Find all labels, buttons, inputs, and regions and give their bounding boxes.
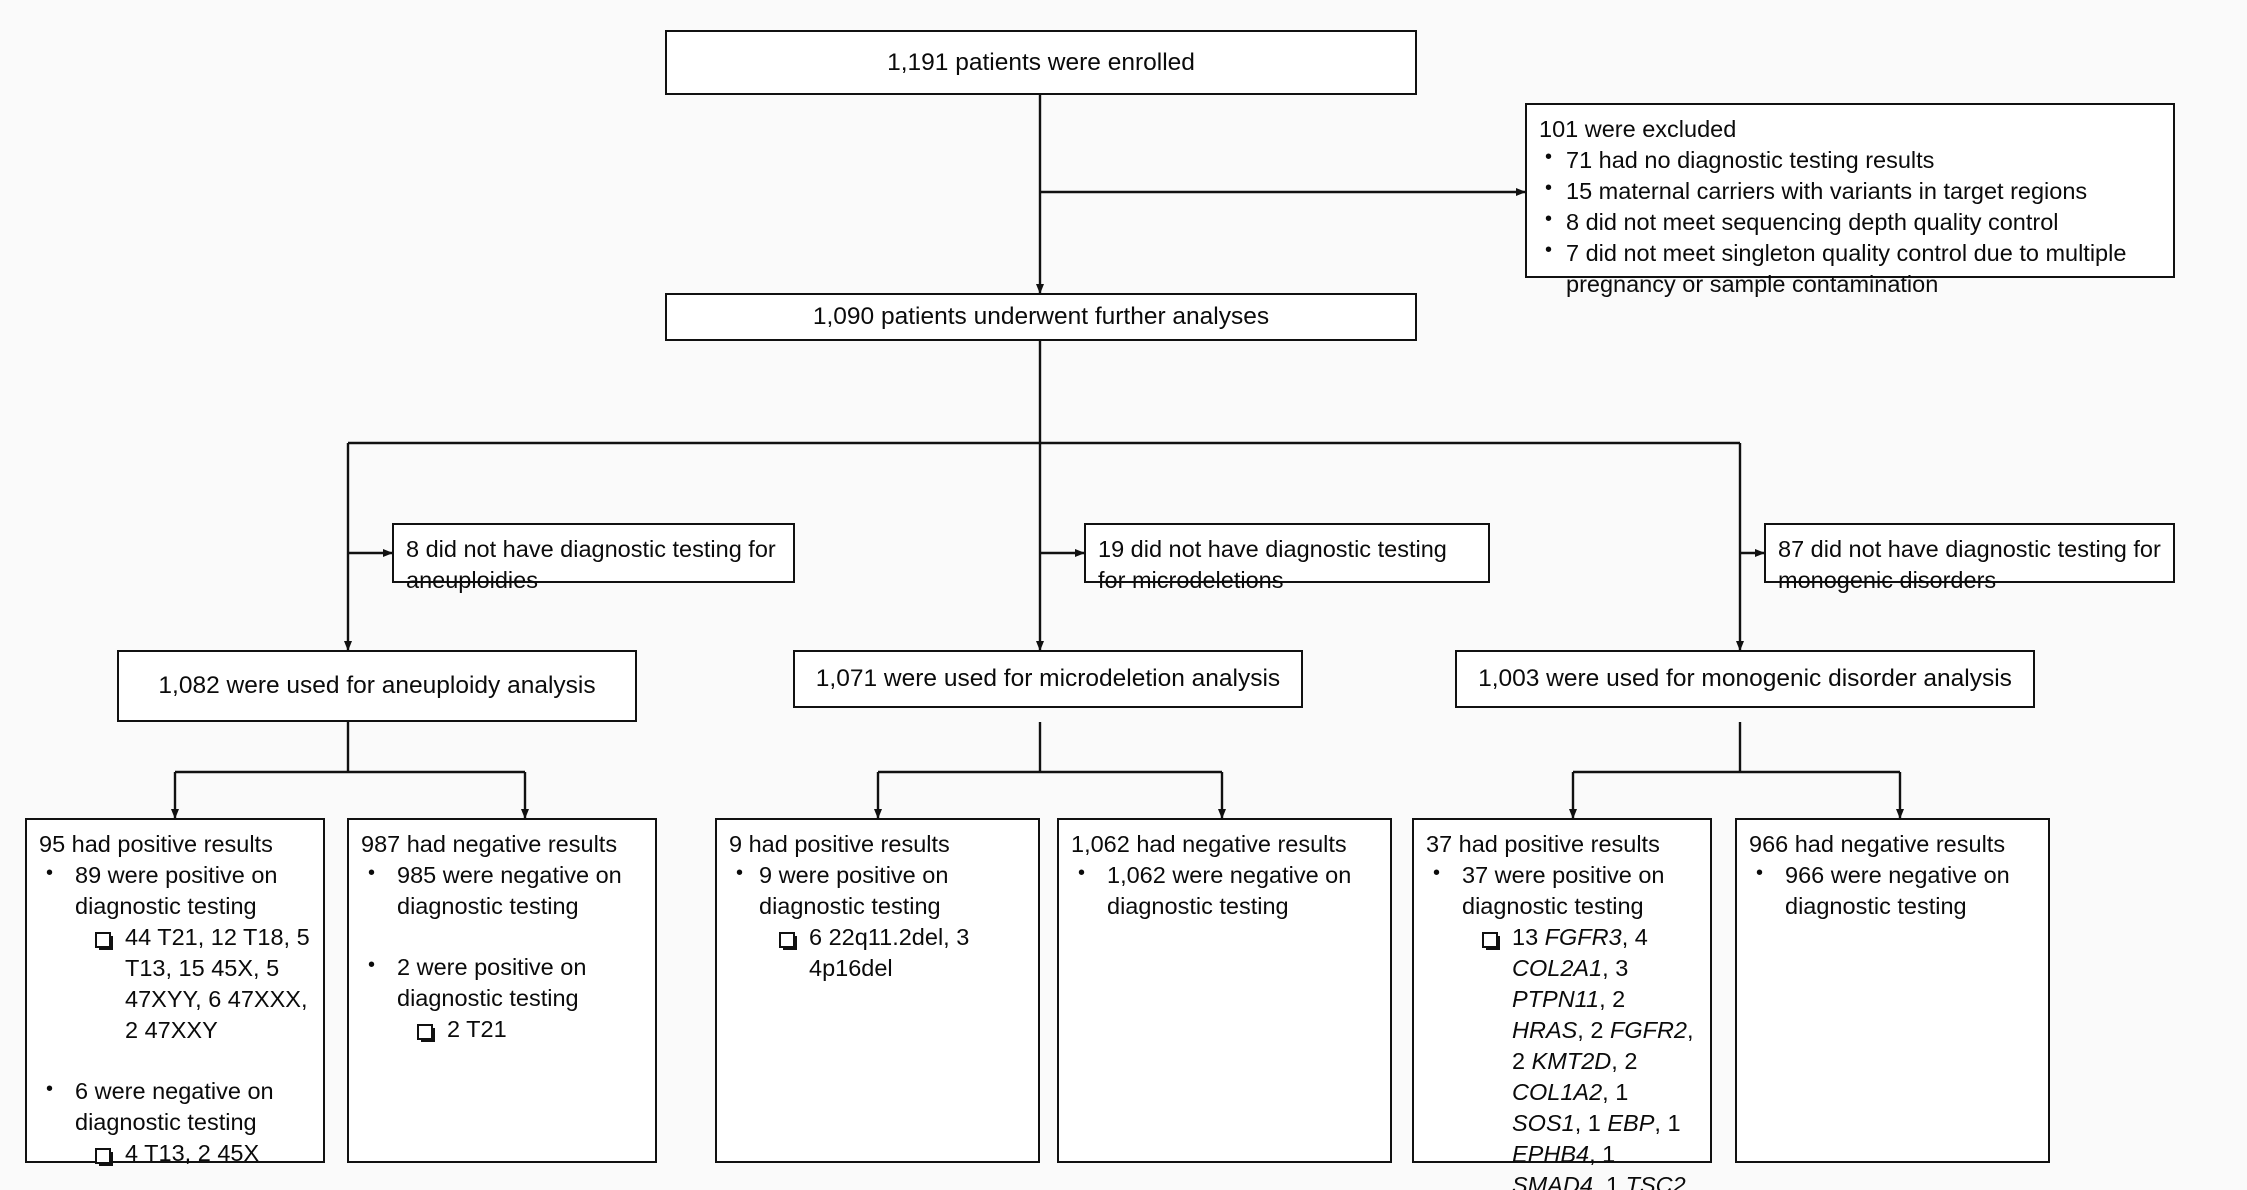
gene-symbol: FGFR3 bbox=[1544, 924, 1622, 951]
gene-symbol: EBP bbox=[1607, 1110, 1655, 1137]
excluded-item-4: 7 did not meet singleton quality control… bbox=[1566, 240, 2127, 267]
box-monogenic-positive: 37 had positive results 37 were positive… bbox=[1412, 818, 1712, 1190]
microdeletion-negative-header: 1,062 had negative results bbox=[1071, 831, 1347, 857]
microdeletion-analysis-label: 1,071 were used for microdeletion analys… bbox=[815, 665, 1281, 693]
box-not-tested-microdeletions: 19 did not have diagnostic testing for m… bbox=[1084, 523, 1490, 593]
aneuploidy-negative-b2-sub: 2 T21 bbox=[447, 1016, 507, 1043]
list-item: 13 FGFR3, 4 COL2A1, 3 PTPN11, 2 HRAS, 2 … bbox=[1478, 922, 1700, 1190]
box-aneuploidy-positive: 95 had positive results 89 were positive… bbox=[25, 818, 325, 1166]
box-microdeletion-analysis: 1,071 were used for microdeletion analys… bbox=[793, 650, 1303, 708]
aneuploidy-positive-b2-sub: 4 T13, 2 45X bbox=[125, 1140, 260, 1167]
excluded-item-4-cont: pregnancy or sample contamination bbox=[1566, 271, 1939, 298]
monogenic-negative-header: 966 had negative results bbox=[1749, 831, 2006, 857]
gene-symbol: FGFR2 bbox=[1609, 1017, 1687, 1044]
box-not-tested-aneuploidies: 8 did not have diagnostic testing for an… bbox=[392, 523, 795, 593]
box-monogenic-negative: 966 had negative results 966 were negati… bbox=[1735, 818, 2050, 1163]
list-item: 8 did not meet sequencing depth quality … bbox=[1539, 206, 2163, 238]
microdeletion-positive-b1: 9 were positive on diagnostic testing bbox=[759, 862, 949, 920]
list-item: 966 were negative on diagnostic testing bbox=[1749, 860, 2038, 922]
monogenic-positive-header: 37 had positive results bbox=[1426, 831, 1660, 857]
monogenic-positive-list: 37 were positive on diagnostic testing 1… bbox=[1426, 860, 1700, 1190]
not-tested-monogenic-label: 87 did not have diagnostic testing for m… bbox=[1778, 536, 2161, 594]
aneuploidy-analysis-label: 1,082 were used for aneuploidy analysis bbox=[158, 672, 596, 700]
list-item: 89 were positive on diagnostic testing 4… bbox=[39, 860, 313, 1046]
list-item: 15 maternal carriers with variants in ta… bbox=[1539, 175, 2163, 207]
enrolled-label: 1,191 patients were enrolled bbox=[887, 48, 1195, 76]
microdeletion-positive-b1-sub: 6 22q11.2del, 3 4p16del bbox=[809, 924, 970, 982]
aneuploidy-negative-list: 985 were negative on diagnostic testing … bbox=[361, 860, 645, 1045]
gene-symbol: KMT2D bbox=[1531, 1048, 1612, 1075]
not-tested-microdeletions-label: 19 did not have diagnostic testing for m… bbox=[1098, 536, 1447, 594]
list-item: 985 were negative on diagnostic testing bbox=[361, 860, 645, 922]
box-enrolled: 1,191 patients were enrolled bbox=[665, 30, 1417, 95]
gene-symbol: COL1A2 bbox=[1512, 1079, 1603, 1106]
box-aneuploidy-negative: 987 had negative results 985 were negati… bbox=[347, 818, 657, 1163]
box-aneuploidy-analysis: 1,082 were used for aneuploidy analysis bbox=[117, 650, 637, 722]
microdeletion-negative-list: 1,062 were negative on diagnostic testin… bbox=[1071, 860, 1380, 922]
monogenic-negative-b1: 966 were negative on diagnostic testing bbox=[1785, 862, 2010, 920]
microdeletion-positive-header: 9 had positive results bbox=[729, 831, 950, 857]
microdeletion-negative-b1: 1,062 were negative on diagnostic testin… bbox=[1107, 862, 1352, 920]
list-item: 2 were positive on diagnostic testing 2 … bbox=[361, 952, 645, 1045]
box-monogenic-analysis: 1,003 were used for monogenic disorder a… bbox=[1455, 650, 2035, 708]
microdeletion-positive-sublist: 6 22q11.2del, 3 4p16del bbox=[759, 922, 1028, 984]
aneuploidy-positive-sublist-2: 4 T13, 2 45X bbox=[75, 1138, 313, 1169]
aneuploidy-positive-sublist: 44 T21, 12 T18, 5 T13, 15 45X, 5 47XYY, … bbox=[75, 922, 313, 1046]
aneuploidy-negative-b2: 2 were positive on diagnostic testing bbox=[397, 954, 587, 1012]
excluded-item-3: 8 did not meet sequencing depth quality … bbox=[1566, 209, 2059, 236]
box-microdeletion-positive: 9 had positive results 9 were positive o… bbox=[715, 818, 1040, 1163]
box-microdeletion-negative: 1,062 had negative results 1,062 were ne… bbox=[1057, 818, 1392, 1163]
aneuploidy-negative-header: 987 had negative results bbox=[361, 831, 618, 857]
aneuploidy-negative-b1: 985 were negative on diagnostic testing bbox=[397, 862, 622, 920]
gene-symbol: SMAD4 bbox=[1512, 1172, 1593, 1190]
aneuploidy-positive-b1: 89 were positive on diagnostic testing bbox=[75, 862, 278, 920]
monogenic-positive-sublist: 13 FGFR3, 4 COL2A1, 3 PTPN11, 2 HRAS, 2 … bbox=[1462, 922, 1700, 1190]
microdeletion-positive-list: 9 were positive on diagnostic testing 6 … bbox=[729, 860, 1028, 984]
monogenic-positive-gene-list: 13 FGFR3, 4 COL2A1, 3 PTPN11, 2 HRAS, 2 … bbox=[1512, 924, 1694, 1190]
box-not-tested-monogenic: 87 did not have diagnostic testing for m… bbox=[1764, 523, 2175, 593]
excluded-list: 71 had no diagnostic testing results 15 … bbox=[1539, 144, 2163, 300]
list-item: 37 were positive on diagnostic testing 1… bbox=[1426, 860, 1700, 1190]
further-analyses-label: 1,090 patients underwent further analyse… bbox=[812, 303, 1270, 331]
gene-symbol: PTPN11 bbox=[1512, 986, 1600, 1013]
box-excluded: 101 were excluded 71 had no diagnostic t… bbox=[1525, 103, 2175, 297]
aneuploidy-negative-sublist: 2 T21 bbox=[397, 1014, 645, 1045]
gene-symbol: SOS1 bbox=[1512, 1110, 1575, 1137]
gene-symbol: EPHB4 bbox=[1512, 1141, 1590, 1168]
monogenic-analysis-label: 1,003 were used for monogenic disorder a… bbox=[1478, 665, 2012, 693]
not-tested-aneuploidies-label: 8 did not have diagnostic testing for an… bbox=[406, 536, 776, 594]
list-item: 7 did not meet singleton quality control… bbox=[1539, 237, 2163, 300]
list-item: 2 T21 bbox=[413, 1014, 645, 1045]
list-item: 71 had no diagnostic testing results bbox=[1539, 144, 2163, 176]
list-item: 6 were negative on diagnostic testing 4 … bbox=[39, 1076, 313, 1169]
excluded-item-2: 15 maternal carriers with variants in ta… bbox=[1566, 178, 2088, 205]
monogenic-positive-b1: 37 were positive on diagnostic testing bbox=[1462, 862, 1665, 920]
list-item: 4 T13, 2 45X bbox=[91, 1138, 313, 1169]
monogenic-negative-list: 966 were negative on diagnostic testing bbox=[1749, 860, 2038, 922]
list-item: 44 T21, 12 T18, 5 T13, 15 45X, 5 47XYY, … bbox=[91, 922, 313, 1046]
list-item: 9 were positive on diagnostic testing 6 … bbox=[729, 860, 1028, 984]
aneuploidy-positive-b1-sub: 44 T21, 12 T18, 5 T13, 15 45X, 5 47XYY, … bbox=[125, 924, 310, 1044]
aneuploidy-positive-header: 95 had positive results bbox=[39, 831, 273, 857]
aneuploidy-positive-list: 89 were positive on diagnostic testing 4… bbox=[39, 860, 313, 1169]
gene-symbol: TSC2 bbox=[1625, 1172, 1686, 1190]
aneuploidy-positive-b2: 6 were negative on diagnostic testing bbox=[75, 1078, 274, 1136]
box-further-analyses: 1,090 patients underwent further analyse… bbox=[665, 293, 1417, 341]
excluded-item-1: 71 had no diagnostic testing results bbox=[1566, 147, 1935, 174]
list-item: 1,062 were negative on diagnostic testin… bbox=[1071, 860, 1380, 922]
gene-symbol: HRAS bbox=[1512, 1017, 1578, 1044]
list-item: 6 22q11.2del, 3 4p16del bbox=[775, 922, 1028, 984]
gene-symbol: COL2A1 bbox=[1512, 955, 1603, 982]
excluded-header: 101 were excluded bbox=[1539, 116, 1737, 142]
